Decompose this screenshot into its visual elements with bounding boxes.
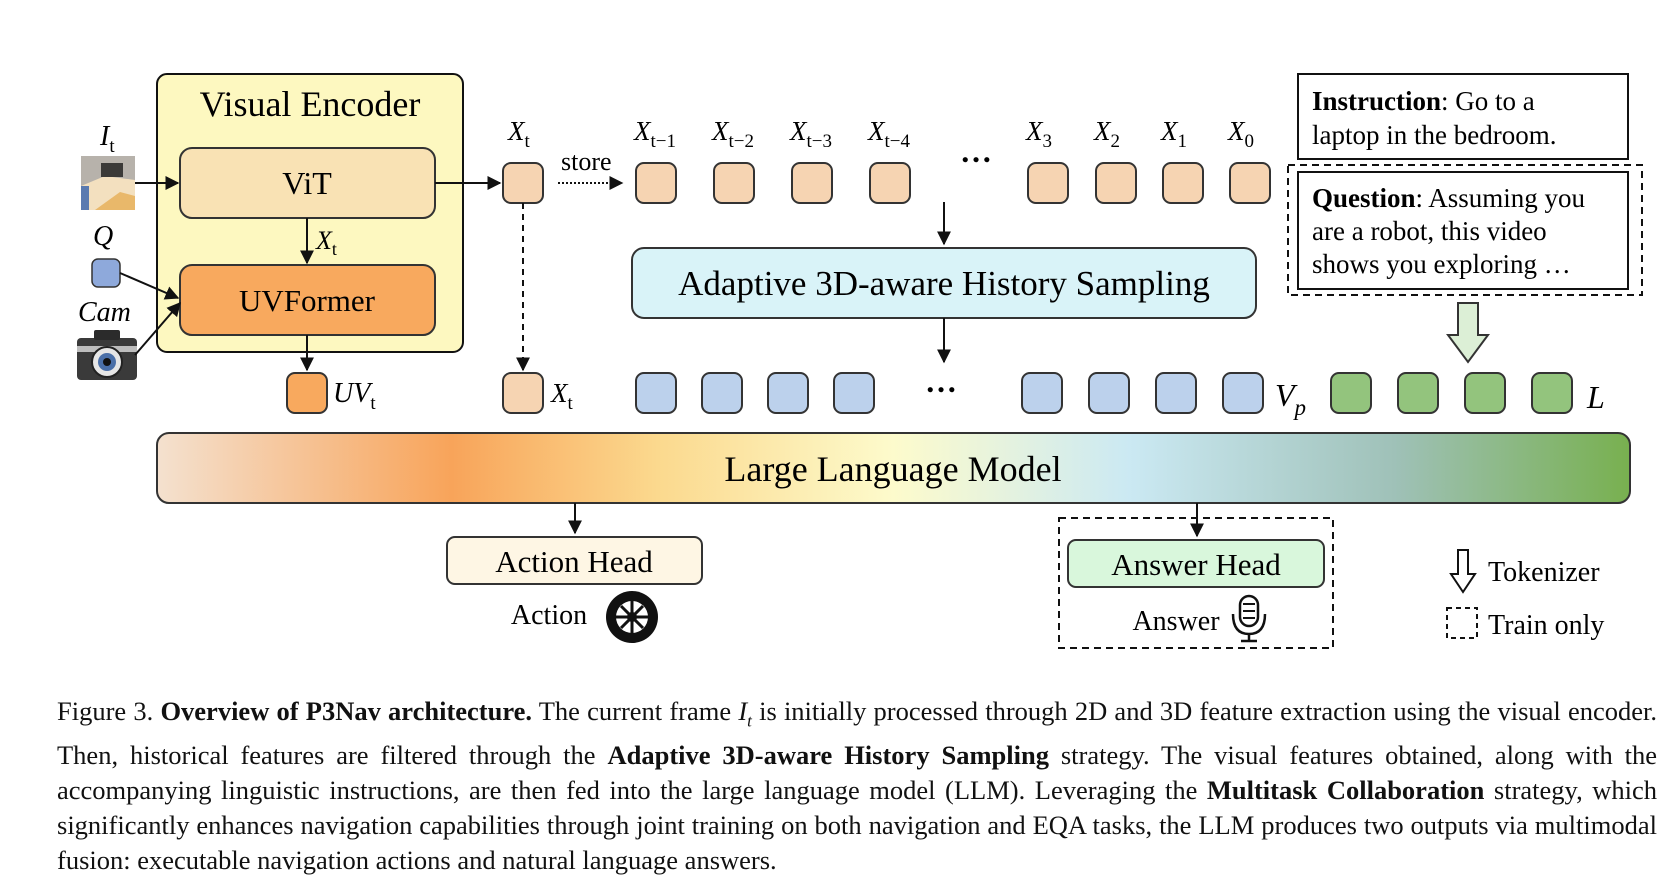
visual-token-label: Vp (1275, 377, 1306, 420)
train-only-border (1287, 164, 1643, 296)
history-sampling-label: Adaptive 3D-aware History Sampling (678, 264, 1210, 303)
svg-text:laptop in the bedroom.: laptop in the bedroom. (1312, 120, 1556, 150)
cam-label: Cam (78, 297, 131, 328)
frame-image (81, 156, 135, 210)
instruction-box: Instruction: Go to a laptop in the bedro… (1297, 73, 1629, 160)
legend-train-only-icon (1446, 607, 1478, 639)
answer-head-label: Answer Head (1111, 547, 1281, 582)
history-token (1095, 162, 1137, 204)
history-token (1229, 162, 1271, 204)
question-box: Question: Assuming you are a robot, this… (1287, 164, 1643, 296)
answer-label: Answer (1132, 606, 1220, 637)
visual-token (1155, 372, 1197, 414)
svg-text:Question: Assuming you: Question: Assuming you (1312, 183, 1586, 213)
history-token-label: X0 (1227, 116, 1254, 152)
vit-label: ViT (282, 165, 332, 201)
uv-token-label: UVt (333, 378, 376, 414)
history-token-label: Xt−3 (789, 116, 832, 152)
caption-title: Overview of P3Nav architecture. (160, 696, 533, 726)
svg-text:shows you exploring …: shows you exploring … (1312, 249, 1571, 279)
legend: Tokenizer Train only (1446, 549, 1604, 641)
language-tokens (1330, 372, 1573, 414)
camera-icon (77, 330, 137, 380)
caption-bold-sampling: Adaptive 3D-aware History Sampling (607, 740, 1049, 771)
language-token (1397, 372, 1439, 414)
visual-token (635, 372, 677, 414)
inputs: It Q Cam (77, 121, 181, 380)
history-tokens: Xt−1 Xt−2 Xt−3 Xt−4 X3 X2 X1 X0 (633, 116, 1271, 204)
vit-output-label: Xt (315, 226, 337, 259)
legend-tokenizer-icon (1449, 549, 1477, 594)
legend-tokenizer-label: Tokenizer (1488, 557, 1600, 588)
caption-prefix: Figure 3. (57, 696, 161, 726)
svg-text:are a robot, this video: are a robot, this video (1312, 216, 1547, 246)
uv-token (286, 372, 328, 414)
uvformer-label: UVFormer (239, 283, 376, 318)
caption-frame-var: I (738, 696, 748, 726)
history-token-label: Xt−2 (711, 116, 754, 152)
language-token (1330, 372, 1372, 414)
history-token-label: Xt−1 (633, 116, 676, 152)
query-label: Q (93, 221, 113, 252)
language-token (1531, 372, 1573, 414)
tokenizer-arrow-icon (1446, 302, 1490, 364)
figure-caption: Figure 3. Overview of P3Nav architecture… (57, 696, 1658, 876)
history-token-label: X3 (1025, 116, 1052, 152)
history-token (791, 162, 833, 204)
answer-head-box (1067, 539, 1325, 588)
visual-ellipsis: … (925, 363, 957, 399)
svg-text:Instruction: Go to a: Instruction: Go to a (1312, 86, 1535, 116)
current-token-bottom-label: Xt (550, 378, 574, 414)
history-ellipsis: … (960, 133, 992, 169)
visual-token (767, 372, 809, 414)
visual-token (833, 372, 875, 414)
architecture-diagram: Visual Encoder ViT UVFormer Xt It Q Cam (77, 73, 1643, 649)
current-token-bottom (502, 372, 544, 414)
action-head-label: Action Head (495, 544, 653, 579)
visual-tokens (635, 372, 1264, 414)
language-token-label: L (1586, 379, 1605, 415)
current-token-top-label: Xt (507, 116, 531, 152)
microphone-icon (1231, 594, 1267, 643)
visual-token (1021, 372, 1063, 414)
legend-train-only-label: Train only (1488, 610, 1604, 641)
visual-encoder: Visual Encoder ViT UVFormer Xt (156, 73, 464, 353)
current-token-top (502, 162, 544, 204)
llm-bar (156, 432, 1631, 504)
history-token-label: X2 (1093, 116, 1120, 152)
history-token (713, 162, 755, 204)
history-token-label: X1 (1160, 116, 1187, 152)
history-token (869, 162, 911, 204)
visual-encoder-title: Visual Encoder (200, 84, 421, 124)
store-label: store (561, 147, 612, 176)
history-token (1162, 162, 1204, 204)
llm-label: Large Language Model (724, 449, 1061, 489)
wheel-icon (606, 591, 658, 643)
caption-bold-multitask: Multitask Collaboration (1206, 775, 1485, 806)
action-head-box (446, 536, 703, 585)
history-token (635, 162, 677, 204)
action-label: Action (511, 600, 587, 631)
visual-token (1088, 372, 1130, 414)
history-token (1027, 162, 1069, 204)
visual-token (701, 372, 743, 414)
frame-label: It (99, 121, 115, 157)
history-token-label: Xt−4 (867, 116, 910, 152)
language-token (1464, 372, 1506, 414)
query-token (91, 258, 121, 288)
visual-token (1222, 372, 1264, 414)
